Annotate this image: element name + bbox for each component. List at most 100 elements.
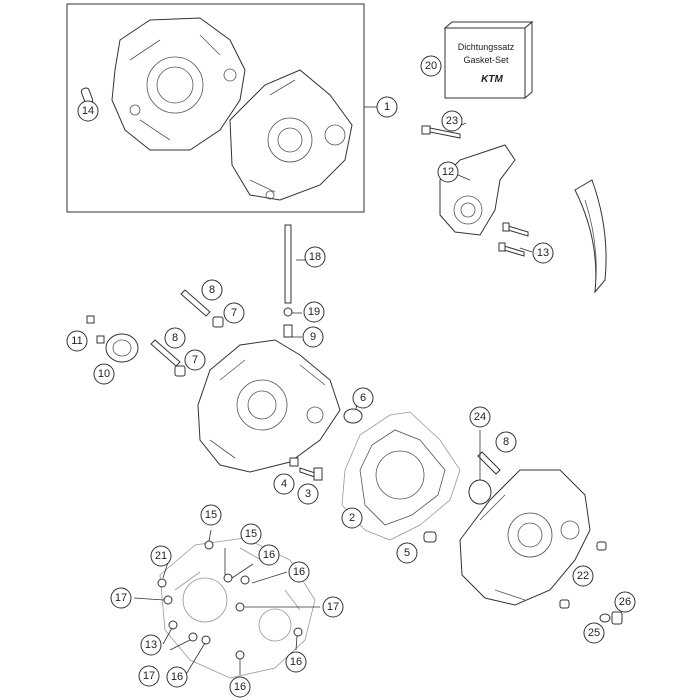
callout-7-lower: 7 <box>184 349 206 371</box>
callout-23: 23 <box>441 110 463 132</box>
callout-8-upper: 8 <box>201 279 223 301</box>
crankcase-right-half-top <box>229 69 353 201</box>
callout-8-right: 8 <box>495 431 517 453</box>
seal-part-6 <box>343 408 363 424</box>
washer-part-25 <box>599 613 611 623</box>
plug-part-26 <box>611 611 623 625</box>
callout-9: 9 <box>302 326 324 348</box>
callout-1: 1 <box>376 96 398 118</box>
callout-16-e: 16 <box>166 666 188 688</box>
svg-text:19: 19 <box>308 306 320 318</box>
callout-21: 21 <box>150 545 172 567</box>
callout-3: 3 <box>297 483 319 505</box>
svg-text:13: 13 <box>537 247 549 259</box>
bracket-part-12 <box>439 144 516 236</box>
svg-text:11: 11 <box>71 335 82 347</box>
crankcase-right-half-lower <box>459 469 591 606</box>
gasket-box-line1: Dichtungssatz <box>458 42 515 52</box>
callout-20: 20 <box>420 55 442 77</box>
svg-text:16: 16 <box>293 566 305 578</box>
gasket-set-box: Dichtungssatz Gasket-Set KTM <box>443 20 534 100</box>
svg-text:15: 15 <box>205 509 217 521</box>
crankcase-left-half-middle <box>197 339 341 473</box>
callout-17-b: 17 <box>138 665 160 687</box>
svg-text:17: 17 <box>115 592 127 604</box>
dowel-part-5 <box>423 531 437 543</box>
callout-26: 26 <box>614 591 636 613</box>
bolt-part-3 <box>299 467 323 481</box>
crankcase-left-half-top <box>111 17 246 151</box>
gasket-part-2 <box>341 411 461 541</box>
svg-text:2: 2 <box>349 512 355 524</box>
svg-text:12: 12 <box>442 166 454 178</box>
callout-10: 10 <box>93 363 115 385</box>
svg-text:10: 10 <box>98 368 110 380</box>
screw-part-11b <box>96 335 105 344</box>
svg-text:4: 4 <box>281 478 287 490</box>
svg-text:9: 9 <box>310 331 316 343</box>
svg-text:17: 17 <box>327 601 339 613</box>
bushing-lower <box>559 599 570 609</box>
callout-15-a: 15 <box>200 504 222 526</box>
callout-15-b: 15 <box>240 523 262 545</box>
cap-part-10 <box>105 333 139 363</box>
dowel-part-8-upper <box>180 289 211 317</box>
cover-screws <box>157 540 303 660</box>
svg-text:23: 23 <box>446 115 458 127</box>
sleeve-part-7-upper <box>212 316 224 328</box>
svg-text:16: 16 <box>263 549 275 561</box>
svg-text:26: 26 <box>619 596 631 608</box>
svg-text:25: 25 <box>588 627 600 639</box>
svg-text:18: 18 <box>309 251 321 263</box>
callouts: 1 2 3 4 5 6 7 7 8 8 8 9 10 11 12 13 13 1… <box>66 55 636 698</box>
screw-part-11 <box>86 315 95 324</box>
svg-text:13: 13 <box>145 639 157 651</box>
svg-text:22: 22 <box>577 570 589 582</box>
callout-22: 22 <box>572 565 594 587</box>
svg-text:21: 21 <box>155 550 167 562</box>
callout-13-bottom: 13 <box>140 634 162 656</box>
bolt-part-4 <box>289 457 299 467</box>
svg-text:7: 7 <box>192 354 198 366</box>
callout-24: 24 <box>469 406 491 428</box>
callout-16-d: 16 <box>229 676 251 698</box>
callout-14: 14 <box>77 100 99 122</box>
stud-part-18 <box>283 224 293 338</box>
svg-text:14: 14 <box>82 105 94 117</box>
callout-8-lower: 8 <box>164 327 186 349</box>
svg-text:7: 7 <box>231 307 237 319</box>
callout-4: 4 <box>273 473 295 495</box>
oring-part-24 <box>468 479 492 505</box>
callout-17-a: 17 <box>110 587 132 609</box>
crankcase-frame <box>66 3 365 213</box>
callout-16-b: 16 <box>288 561 310 583</box>
svg-text:16: 16 <box>171 671 183 683</box>
callout-7-upper: 7 <box>223 302 245 324</box>
callout-13-top: 13 <box>532 242 554 264</box>
svg-text:8: 8 <box>172 332 178 344</box>
bushing-near-22 <box>596 541 607 551</box>
callout-6: 6 <box>352 387 374 409</box>
svg-text:17: 17 <box>143 670 155 682</box>
svg-text:5: 5 <box>404 547 410 559</box>
svg-text:16: 16 <box>234 681 246 693</box>
svg-text:8: 8 <box>209 284 215 296</box>
svg-text:16: 16 <box>290 656 302 668</box>
callout-12: 12 <box>437 161 459 183</box>
callout-16-c: 16 <box>285 651 307 673</box>
bolt-part-23 <box>421 125 461 139</box>
gasket-box-line2: Gasket-Set <box>463 55 509 65</box>
callout-25: 25 <box>583 622 605 644</box>
svg-text:15: 15 <box>245 528 257 540</box>
callout-17-c: 17 <box>322 596 344 618</box>
cover-strip <box>574 179 607 294</box>
sleeve-part-7-lower <box>174 365 186 377</box>
svg-text:8: 8 <box>503 436 509 448</box>
svg-text:6: 6 <box>360 392 366 404</box>
callout-19: 19 <box>303 301 325 323</box>
callout-18: 18 <box>304 246 326 268</box>
callout-5: 5 <box>396 542 418 564</box>
callout-11: 11 <box>66 330 88 352</box>
callout-2: 2 <box>341 507 363 529</box>
leader-lines <box>133 106 533 677</box>
